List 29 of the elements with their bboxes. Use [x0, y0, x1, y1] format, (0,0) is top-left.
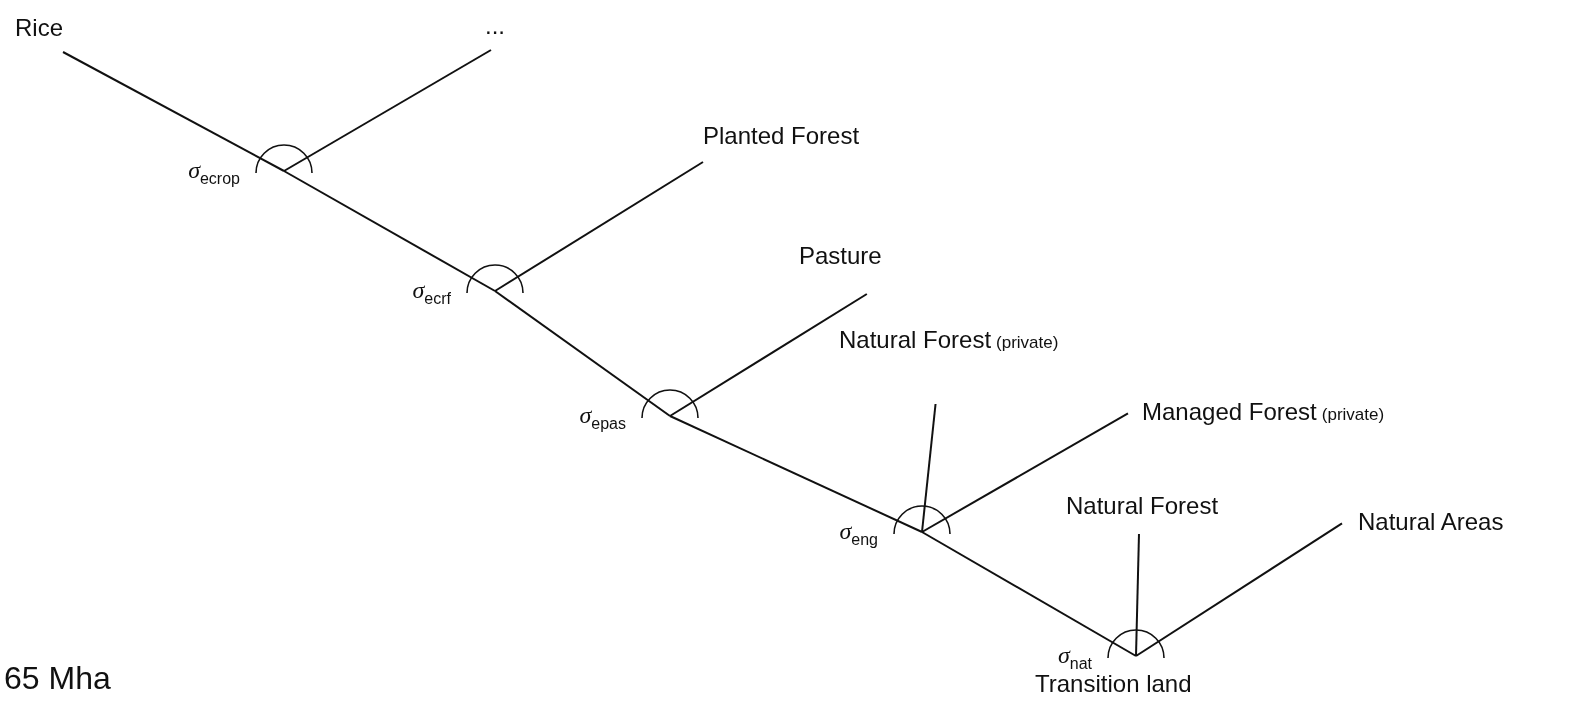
- tree-branch-line: [921, 531, 1137, 657]
- tree-branch-line: [494, 290, 671, 417]
- tree-branch-line: [1135, 533, 1140, 657]
- elasticity-symbol: σ$_{ecrop}$: [188, 157, 240, 188]
- category-label: Pasture: [799, 242, 882, 294]
- tree-branch-line: [494, 161, 704, 292]
- elasticity-symbol: σ$_{nat}$: [1057, 642, 1092, 673]
- category-label: Natural Forest: [839, 326, 992, 353]
- tree-branch-line: [921, 403, 937, 533]
- qualifier-label: (private): [1321, 405, 1385, 424]
- tree-branch-line: [1135, 522, 1343, 657]
- qualifier-label: (private): [996, 333, 1059, 352]
- elasticity-symbol: σ$_{ecrf}$: [412, 277, 451, 308]
- category-label: ...: [485, 12, 505, 50]
- category-label: Natural Areas: [1342, 508, 1504, 536]
- tree-branch-line: [921, 412, 1129, 533]
- elasticity-symbol: σ$_{eng}$: [839, 518, 878, 549]
- tree-branch-line: [669, 293, 868, 417]
- tree-branch-line: [669, 415, 923, 533]
- category-label: Planted Forest: [703, 122, 860, 162]
- elasticity-symbol: σ$_{epas}$: [579, 402, 626, 433]
- category-label: Managed Forest: [1142, 398, 1317, 425]
- tree-branch-line: [283, 49, 492, 172]
- tree-branch-line: [62, 51, 285, 172]
- category-label: Natural Forest: [1066, 492, 1219, 534]
- category-label: Rice: [15, 14, 63, 52]
- tree-branch-line: [283, 170, 496, 292]
- root-label: Transition land: [1035, 670, 1192, 698]
- note-label: 65 Mha: [4, 660, 111, 697]
